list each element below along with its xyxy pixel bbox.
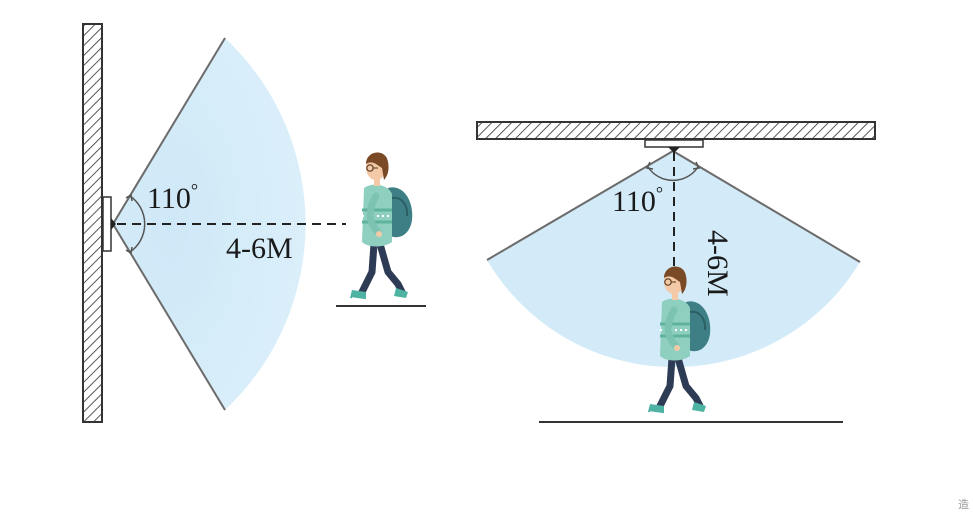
wall-degree-symbol: °	[191, 180, 198, 200]
wall-person-icon	[350, 152, 412, 300]
wall-mount-diagram: 110° 4-6M	[82, 23, 426, 423]
svg-text:110°: 110°	[147, 180, 198, 215]
wall-icon	[82, 23, 103, 423]
ceiling-icon	[476, 121, 876, 140]
ceiling-angle-arc	[647, 166, 699, 182]
wall-distance-label: 4-6M	[226, 232, 293, 265]
ceiling-angle-label: 110	[612, 185, 656, 218]
ceiling-degree-symbol: °	[656, 183, 663, 203]
wall-angle-arc	[129, 195, 146, 253]
wall-angle-label: 110	[147, 182, 191, 215]
ceiling-mount-diagram: 110° 4-6M	[476, 121, 876, 423]
corner-mark: 造	[958, 498, 969, 511]
svg-text:110°: 110°	[612, 183, 663, 218]
wall-sensor-icon	[102, 196, 116, 252]
ceiling-distance-label: 4-6M	[701, 230, 734, 297]
ceiling-sensor-icon	[644, 139, 704, 153]
